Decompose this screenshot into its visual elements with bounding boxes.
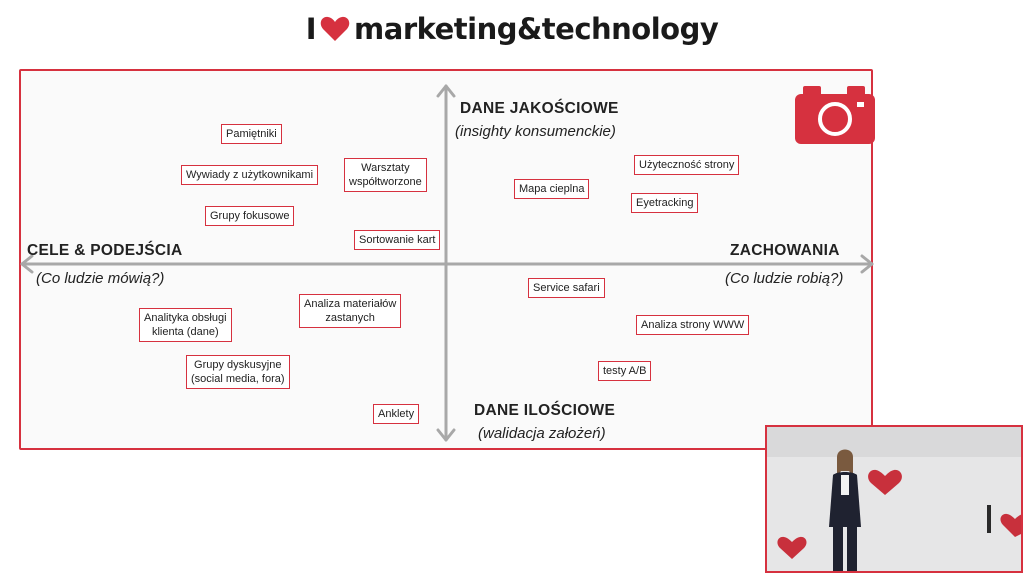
brand-prefix: I	[305, 12, 317, 46]
right-axis-subtitle: (Co ludzie robią?)	[725, 270, 844, 287]
method-tag: Użyteczność strony	[634, 155, 740, 175]
method-tag: Anklety	[373, 404, 420, 424]
method-tag: Mapa cieplna	[514, 179, 590, 199]
heart-icon	[320, 15, 350, 49]
method-tag: Wywiady z użytkownikami	[181, 165, 319, 185]
method-tag: Eyetracking	[631, 193, 699, 213]
camera-icon	[795, 84, 875, 149]
bottom-axis-subtitle: (walidacja założeń)	[478, 425, 606, 442]
left-axis-subtitle: (Co ludzie mówią?)	[36, 270, 165, 287]
method-tag: Pamiętniki	[221, 124, 282, 144]
method-tag: Service safari	[528, 278, 605, 298]
right-axis-title: ZACHOWANIA	[730, 242, 840, 259]
speaker-video	[765, 425, 1023, 573]
method-tag: Sortowanie kart	[354, 230, 441, 250]
left-axis-title: CELE & PODEJŚCIA	[27, 242, 183, 259]
top-axis-subtitle: (insighty konsumenckie)	[455, 123, 616, 140]
method-tag: Grupy dyskusyjne(social media, fora)	[186, 355, 290, 389]
brand-name: marketing&technology	[354, 12, 719, 46]
bottom-axis-title: DANE ILOŚCIOWE	[474, 402, 616, 419]
method-tag: testy A/B	[598, 361, 652, 381]
top-axis-title: DANE JAKOŚCIOWE	[460, 100, 619, 117]
method-tag: Analiza strony WWW	[636, 315, 750, 335]
method-tag: Grupy fokusowe	[205, 206, 295, 226]
